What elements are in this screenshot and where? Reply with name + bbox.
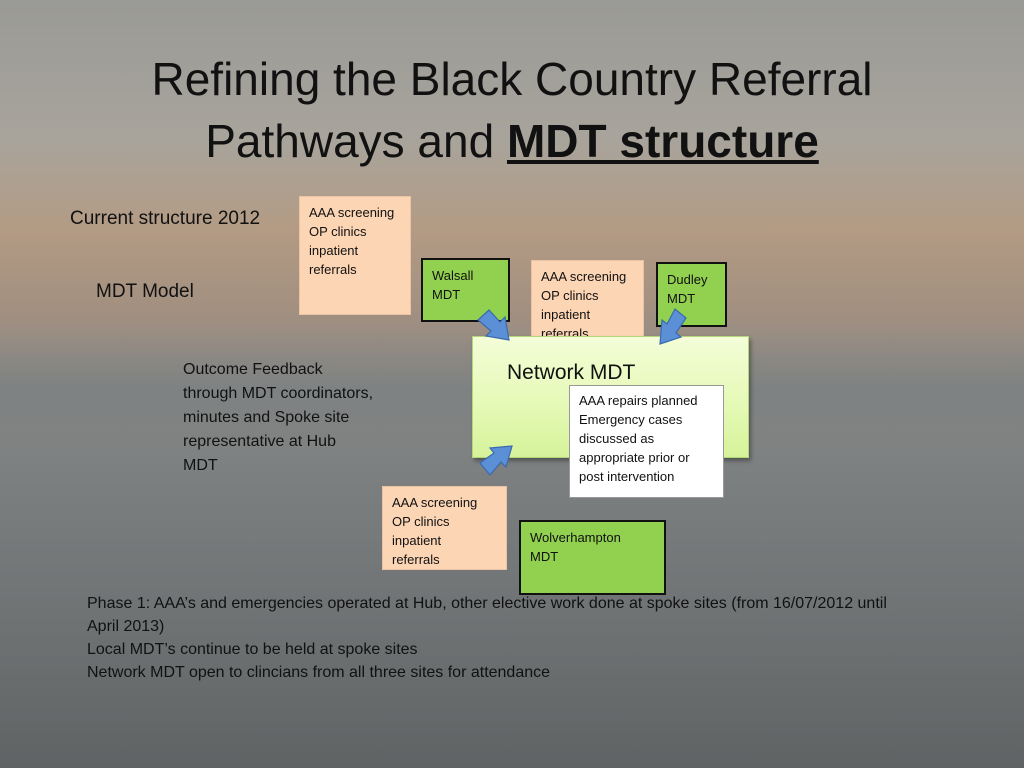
- referral-box-walsall: AAA screening OP clinics inpatient refer…: [299, 196, 411, 315]
- referral-box-wolverhampton: AAA screening OP clinics inpatient refer…: [382, 486, 507, 570]
- referral-line: referrals: [392, 552, 440, 567]
- wolverhampton-mdt-box: Wolverhampton MDT: [519, 520, 666, 595]
- referral-line: inpatient: [392, 533, 442, 548]
- arrow-walsall-to-hub: [477, 309, 510, 341]
- referral-line: OP clinics: [541, 288, 599, 303]
- referral-line: AAA screening: [392, 495, 478, 510]
- arrow-dudley-to-hub: [659, 308, 687, 345]
- walsall-mdt-label: Walsall MDT: [432, 268, 474, 302]
- referral-line: AAA screening: [541, 269, 627, 284]
- wolverhampton-mdt-label: Wolverhampton MDT: [530, 530, 621, 564]
- referral-line: OP clinics: [309, 224, 367, 239]
- arrow-wolverhampton-to-hub: [479, 445, 513, 476]
- referral-box-dudley: AAA screening OP clinics inpatient refer…: [531, 260, 644, 341]
- mdt-model-label: MDT Model: [96, 281, 194, 302]
- phase-notes: Phase 1: AAA’s and emergencies operated …: [87, 592, 1007, 684]
- title-plain: Pathways and: [205, 115, 507, 167]
- phase-note-line: Local MDT’s continue to be held at spoke…: [87, 641, 418, 658]
- referral-line: inpatient: [541, 307, 591, 322]
- network-mdt-label: Network MDT: [507, 361, 636, 384]
- title-bold: MDT structure: [506, 115, 819, 167]
- walsall-mdt-box: Walsall MDT: [421, 258, 510, 322]
- current-structure-label: Current structure 2012: [70, 208, 261, 229]
- phase-note-line: Phase 1: AAA’s and emergencies operated …: [87, 595, 887, 612]
- referral-line: OP clinics: [392, 514, 450, 529]
- referral-line: AAA screening: [309, 205, 395, 220]
- referral-line: inpatient: [309, 243, 359, 258]
- title-line-1: Refining the Black Country Referral: [151, 53, 873, 105]
- phase-note-line: April 2013): [87, 618, 165, 635]
- dudley-mdt-box: Dudley MDT: [656, 262, 727, 327]
- slide-title: Refining the Black Country Referral Path…: [0, 48, 1024, 172]
- title-line-2: Pathways and MDT structure: [0, 110, 1024, 172]
- outcome-feedback-text: Outcome Feedback through MDT coordinator…: [183, 361, 374, 474]
- phase-note-line: Network MDT open to clincians from all t…: [87, 664, 551, 681]
- referral-line: referrals: [309, 262, 357, 277]
- dudley-mdt-label: Dudley MDT: [667, 272, 708, 306]
- hub-note-box: AAA repairs planned Emergency cases disc…: [569, 385, 724, 498]
